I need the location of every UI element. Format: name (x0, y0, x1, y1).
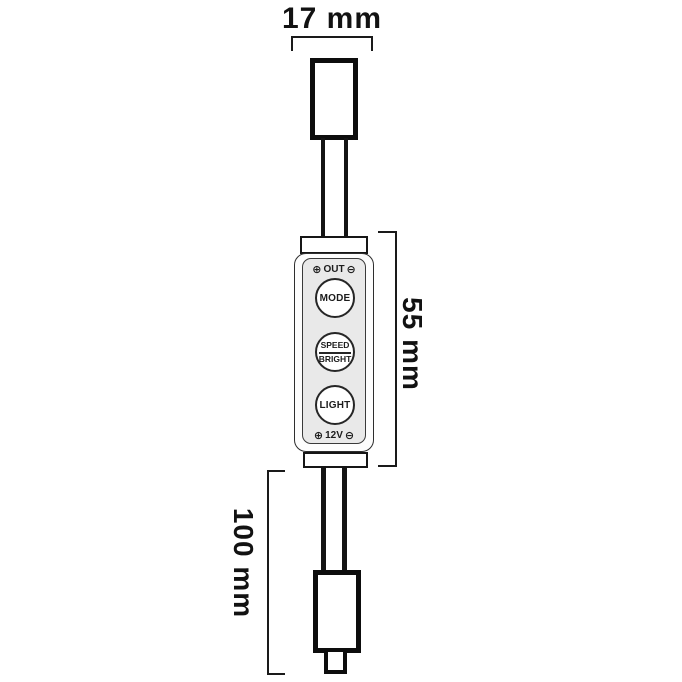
out-terminal-label: OUT (323, 263, 345, 275)
wire-bottom-right (342, 466, 347, 572)
power-terminal-label: 12V (325, 429, 343, 441)
plus-circle-icon: ⊕ (313, 428, 324, 442)
connector-stub (324, 652, 347, 674)
controller-cap-top (300, 236, 368, 254)
strip-connector-top (310, 58, 358, 140)
bright-label: BRIGHT (318, 354, 352, 364)
dimension-bracket-left (267, 470, 285, 675)
wire-top-right (344, 138, 348, 238)
out-terminal: ⊕ OUT ⊖ (303, 263, 365, 275)
dimension-label-wire: 100 mm (228, 507, 259, 619)
dc-connector-bottom (313, 570, 361, 653)
dimension-label-width: 17 mm (281, 2, 383, 35)
light-button: LIGHT (315, 385, 355, 425)
controller-panel: ⊕ OUT ⊖ MODE SPEED BRIGHT LIGHT ⊕ 12V ⊖ (302, 258, 366, 444)
mode-button: MODE (315, 278, 355, 318)
dimension-label-length: 55 mm (397, 297, 428, 391)
controller-cap-bottom (303, 452, 368, 468)
mode-button-label: MODE (319, 292, 351, 304)
power-terminal: ⊕ 12V ⊖ (303, 429, 365, 441)
wire-bottom-left (321, 466, 326, 572)
speed-label: SPEED (320, 339, 350, 350)
dimension-bracket-right (378, 231, 397, 467)
plus-circle-icon: ⊕ (312, 262, 322, 276)
wire-top-left (321, 138, 325, 238)
light-button-label: LIGHT (319, 399, 351, 411)
speed-bright-button: SPEED BRIGHT (315, 332, 355, 372)
button-divider-line (319, 352, 351, 354)
dimension-bracket-top (291, 36, 373, 51)
minus-circle-icon: ⊖ (346, 262, 356, 276)
minus-circle-icon: ⊖ (344, 428, 355, 442)
